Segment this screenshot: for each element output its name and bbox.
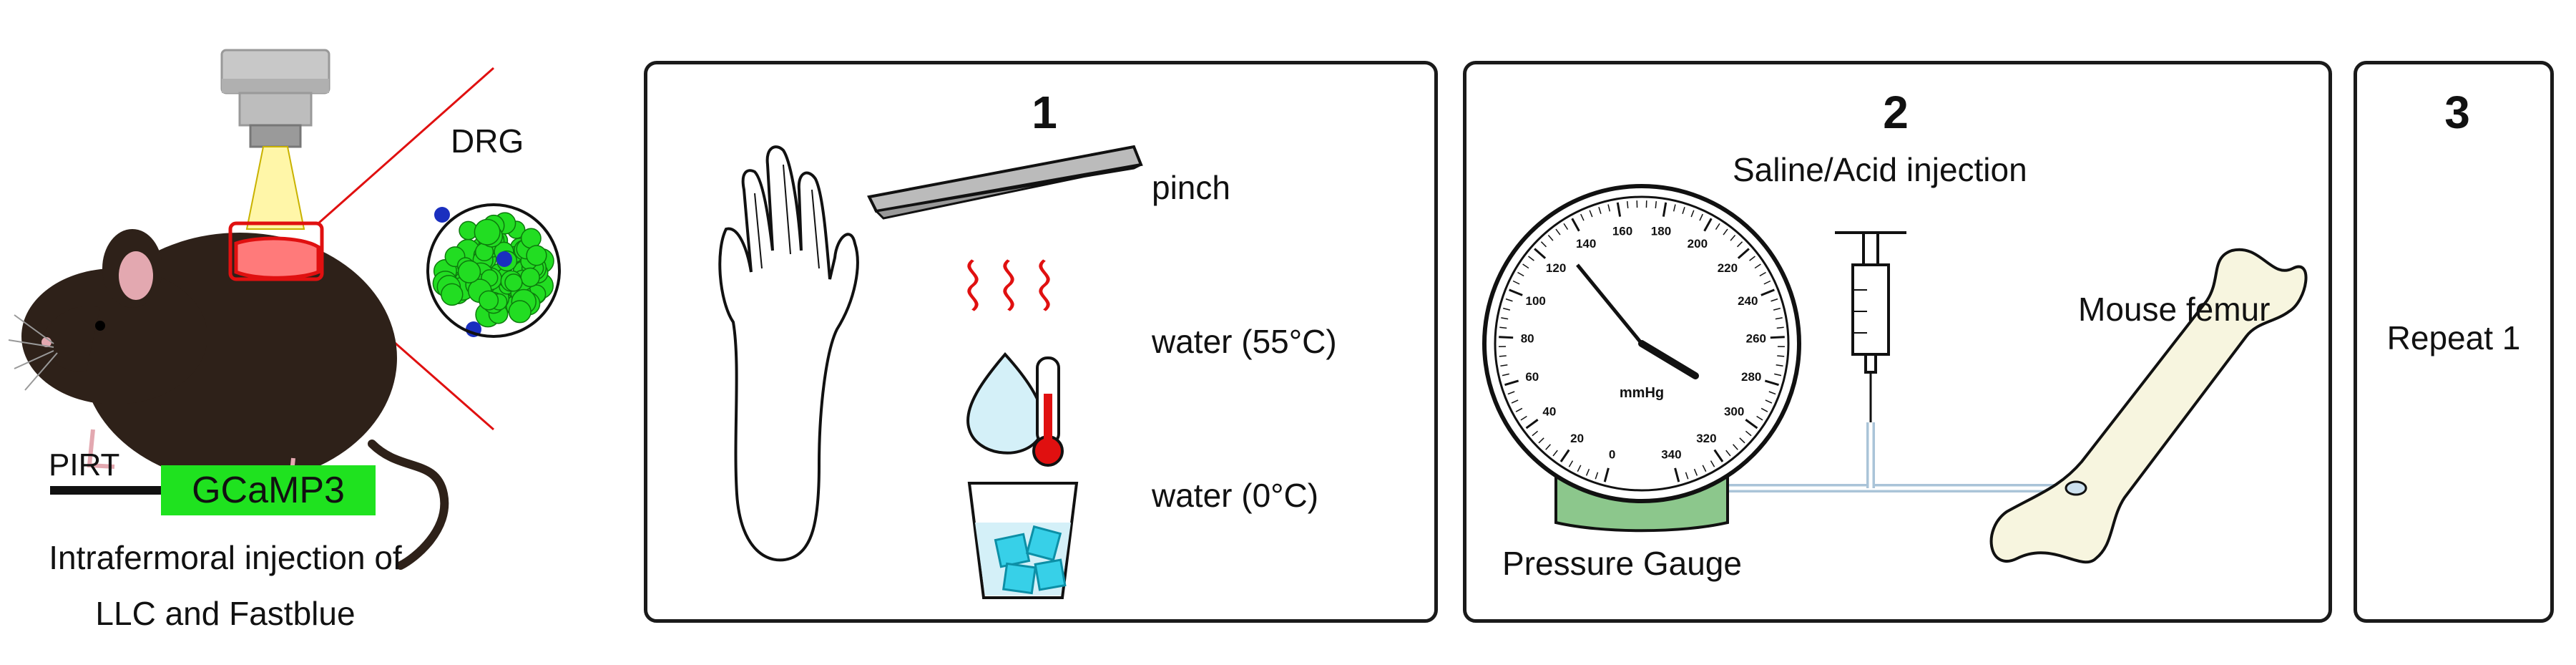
hot-water-icon [966, 259, 1064, 467]
gauge-tick-label: 140 [1576, 237, 1596, 251]
gauge-tick-label: 220 [1718, 261, 1738, 275]
gauge-tick-label: 80 [1521, 332, 1534, 346]
gauge-tick-label: 20 [1570, 432, 1584, 445]
zoom-line-top [318, 67, 494, 225]
caption-line2: LLC and Fastblue [95, 595, 356, 632]
gcamp-label: GCaMP3 [192, 470, 345, 511]
panel-1: 1 [644, 61, 1438, 623]
panel-1-illustrations [718, 145, 1143, 599]
stimulus-pinch-label: pinch [1152, 169, 1230, 206]
panel-number: 1 [1032, 87, 1057, 138]
femur-label: Mouse femur [2078, 291, 2271, 328]
gauge-tick-label: 40 [1542, 404, 1556, 418]
pressure-gauge-icon: 0 20 40 60 80 100 120 140 160 180 200 220 240 260 280 3… [1482, 184, 1801, 503]
stimulus-hot-label: water (55°C) [1152, 323, 1337, 360]
mouse-icon [8, 221, 449, 570]
gauge-label: Pressure Gauge [1502, 545, 1742, 582]
femur-icon [1989, 248, 2308, 564]
gauge-tick-label: 300 [1724, 404, 1744, 418]
drg-label: DRG [451, 122, 524, 160]
stimulus-cold-label: water (0°C) [1152, 477, 1319, 514]
gcamp-box [161, 465, 376, 515]
drg-outline [426, 203, 561, 338]
microscope-objective-icon [220, 49, 330, 230]
gauge-tick-label: 120 [1546, 261, 1566, 275]
syringe-icon [1835, 231, 1906, 422]
gauge-tick-label: 280 [1741, 370, 1761, 384]
panel-number: 2 [1883, 87, 1909, 138]
gauge-tick-label: 340 [1661, 448, 1681, 462]
injection-label: Saline/Acid injection [1733, 151, 2027, 188]
gauge-tick-label: 0 [1609, 448, 1615, 462]
caption-line1: Intrafermoral injection of [49, 539, 402, 576]
panel-2-illustrations: 0 20 40 60 80 100 120 140 160 180 200 220 240 260 280 3… [1482, 184, 2308, 564]
drg-cells-icon [432, 207, 554, 337]
gauge-tick-label: 180 [1651, 224, 1671, 238]
gauge-tick-label: 240 [1738, 294, 1758, 308]
ice-water-icon [967, 482, 1079, 599]
gauge-tick-label: 200 [1688, 237, 1708, 251]
gauge-tick-label: 160 [1612, 224, 1632, 238]
gauge-tick-label: 60 [1525, 370, 1539, 384]
panel-number: 3 [2444, 87, 2470, 138]
gauge-tick-label: 320 [1696, 432, 1716, 445]
panel-3: 3 Repeat 1 [2354, 61, 2554, 623]
repeat-label: Repeat 1 [2386, 319, 2521, 356]
paw-icon [718, 145, 859, 562]
gauge-unit-label: mmHg [1620, 385, 1664, 401]
gauge-tick-label: 260 [1746, 332, 1766, 346]
panel-2: 2 0 20 40 60 80 100 120 140 160 180 200 220 240 260 28… [1463, 61, 2332, 623]
mouse-illustration [8, 49, 561, 570]
forceps-icon [867, 145, 1143, 220]
pirt-label: PIRT [49, 447, 120, 482]
gauge-tick-label: 100 [1526, 294, 1546, 308]
